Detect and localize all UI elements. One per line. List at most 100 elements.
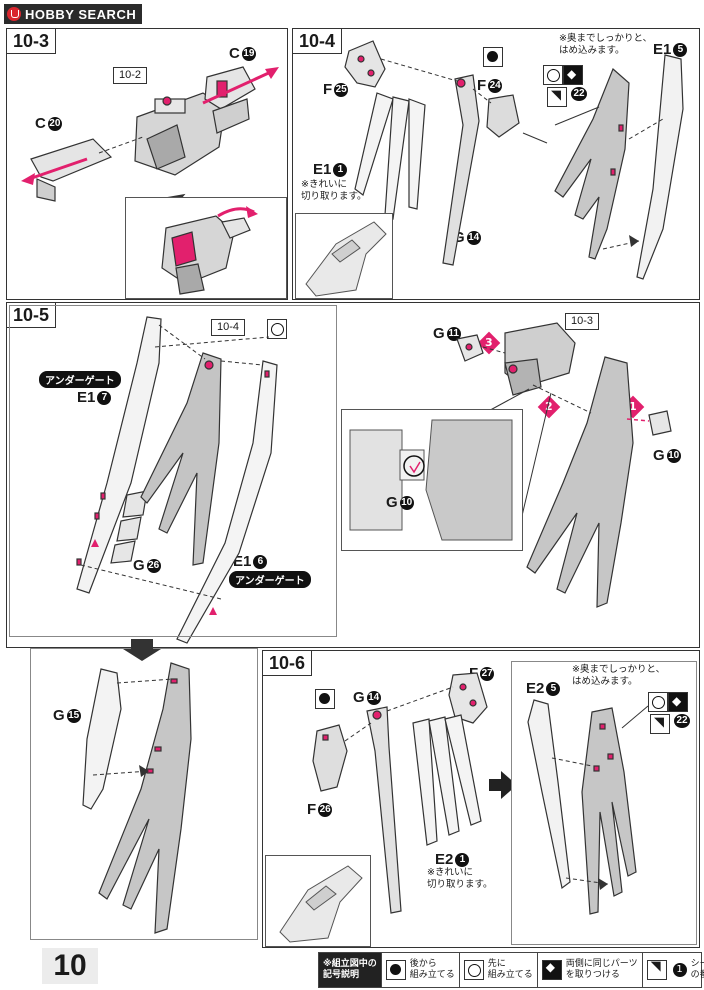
zoom-illustration [349, 419, 513, 541]
sticker-icon [547, 87, 567, 107]
half-light-circle-icon [267, 319, 287, 339]
wing-core [140, 352, 222, 566]
watermark-brand: HOBBY SEARCH [25, 6, 137, 22]
step-10-6-left-illustration [312, 672, 517, 914]
part-e1-5 [636, 54, 684, 280]
step-10-6-detail-panel [265, 855, 371, 947]
part-f24 [486, 94, 520, 138]
step-10-6-right-panel: ※奥までしっかりと、 はめ込みます。 E25 22 [511, 661, 697, 945]
legend-item-sticker-number: 1 シール の番号 [643, 953, 704, 987]
part-e1-6 [176, 360, 278, 644]
wing-assembly [581, 707, 637, 915]
weapon-body-part [134, 92, 226, 176]
mirror-parts-icon [563, 65, 583, 85]
ref-box-10-3: 10-3 [565, 313, 600, 330]
step-10-5-right-illustration [436, 322, 672, 608]
under-gate-tag-e1-6: アンダーゲート [229, 571, 311, 588]
half-dark-circle-icon [483, 47, 503, 67]
step-tag: 10-6 [262, 650, 313, 676]
symbol-legend: ※組立図中の 記号説明 後から 組み立てる 先に 組み立てる 両側に同じパーツ … [318, 952, 704, 988]
note-press-fully: ※奥までしっかりと、 はめ込みます。 [572, 664, 666, 687]
step-tag: 10-4 [292, 28, 343, 54]
sticker-icon [646, 960, 667, 980]
step-10-6-right-illustration [527, 699, 649, 915]
step-10-3-detail-panel [125, 197, 287, 299]
detail-illustration [161, 206, 258, 295]
part-g14-rod [366, 706, 402, 914]
part-e2-5 [527, 699, 571, 890]
page-number: 10 [42, 948, 98, 984]
part-g15 [82, 668, 122, 810]
legend-item-assemble-later: 後から 組み立てる [382, 953, 460, 987]
hobby-search-logo-icon [7, 7, 21, 21]
part-f26 [312, 724, 348, 792]
step-tag: 10-3 [6, 28, 57, 54]
part-e1-7 [76, 316, 162, 594]
big-wing [526, 356, 634, 608]
part-e1-fins [354, 92, 426, 220]
step-tag: 10-5 [6, 302, 57, 328]
step-10-5-continued-illustration [82, 639, 192, 934]
note-press-fully: ※奥までしっかりと、 はめ込みます。 [559, 33, 653, 56]
note-cut-cleanly: ※きれいに 切り取ります。 [427, 867, 493, 890]
under-gate-tag-e1-7: アンダーゲート [39, 371, 121, 388]
note-cut-cleanly: ※きれいに 切り取ります。 [301, 179, 367, 202]
mirror-parts-icon [668, 692, 688, 712]
legend-item-assemble-first: 先に 組み立てる [460, 953, 538, 987]
step-10-4-illustration [344, 40, 684, 280]
step-10-5-left-box [9, 305, 337, 637]
ref-box-10-2: 10-2 [113, 67, 148, 84]
legend-title: ※組立図中の 記号説明 [319, 953, 382, 987]
part-f25 [344, 40, 386, 88]
hobby-search-watermark: HOBBY SEARCH [4, 4, 143, 24]
part-c19 [204, 66, 256, 134]
assembled-wing [554, 67, 630, 260]
half-light-circle-icon [463, 960, 484, 980]
part-g11 [456, 334, 484, 362]
ref-box-10-4: 10-4 [211, 319, 246, 336]
half-dark-circle-icon [315, 689, 335, 709]
step-10-6-panel: 10-6 G14 F27 F26 E21 ※きれいに 切り取ります。 [262, 650, 700, 948]
part-g10 [648, 410, 672, 436]
step-10-3-illustration [21, 66, 279, 225]
sticker-number: 22 [569, 87, 587, 101]
mirror-parts-icon [541, 960, 562, 980]
detail-cut-illustration [279, 865, 363, 943]
part-c20 [30, 138, 113, 202]
detail-cut-illustration [305, 221, 387, 297]
part-f27 [448, 672, 488, 724]
hinge-block [504, 322, 576, 396]
sticker-number: 22 [672, 714, 690, 728]
step-10-4-detail-panel [295, 213, 393, 299]
half-dark-circle-icon [385, 960, 406, 980]
part-g14-rod [442, 74, 480, 266]
sticker-icon [650, 714, 670, 734]
step-10-5-left-illustration [76, 316, 278, 644]
part-e2-fins [412, 714, 482, 846]
legend-item-mirror-parts: 両側に同じパーツ を取りつける [538, 953, 643, 987]
